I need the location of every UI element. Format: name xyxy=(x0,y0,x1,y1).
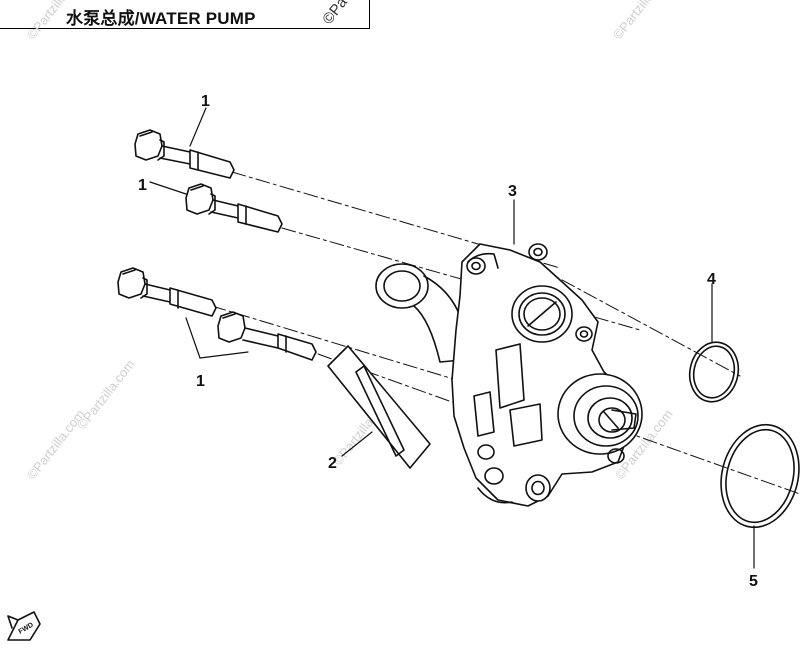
flange-bolt-1 xyxy=(134,129,235,179)
water-pump-housing xyxy=(375,243,643,507)
flange-bolt-3 xyxy=(117,267,217,317)
leader-1c-a xyxy=(185,317,201,359)
centerline-o-ring xyxy=(539,267,741,377)
leader-1b xyxy=(149,181,187,195)
callout-1-top: 1 xyxy=(201,93,210,110)
leader-1c-b xyxy=(199,351,249,359)
callout-3: 3 xyxy=(508,183,517,200)
callout-4: 4 xyxy=(707,271,716,288)
callout-5: 5 xyxy=(749,573,758,590)
forward-arrow-icon xyxy=(7,611,41,641)
gasket xyxy=(327,345,431,469)
leader-2 xyxy=(341,431,373,457)
title-box xyxy=(0,0,370,29)
callout-1-mid: 1 xyxy=(138,177,147,194)
o-ring-large xyxy=(720,423,800,529)
callout-1-bottom: 1 xyxy=(196,373,205,390)
centerline-seal xyxy=(619,429,800,495)
flange-bolt-4 xyxy=(217,311,317,361)
o-ring-small xyxy=(688,341,740,403)
flange-bolt-2 xyxy=(185,183,283,233)
leader-1a xyxy=(189,107,207,147)
callout-2: 2 xyxy=(328,455,337,472)
centerline-bolt-3 xyxy=(211,305,471,385)
page-title: 水泵总成/WATER PUMP xyxy=(66,9,256,28)
